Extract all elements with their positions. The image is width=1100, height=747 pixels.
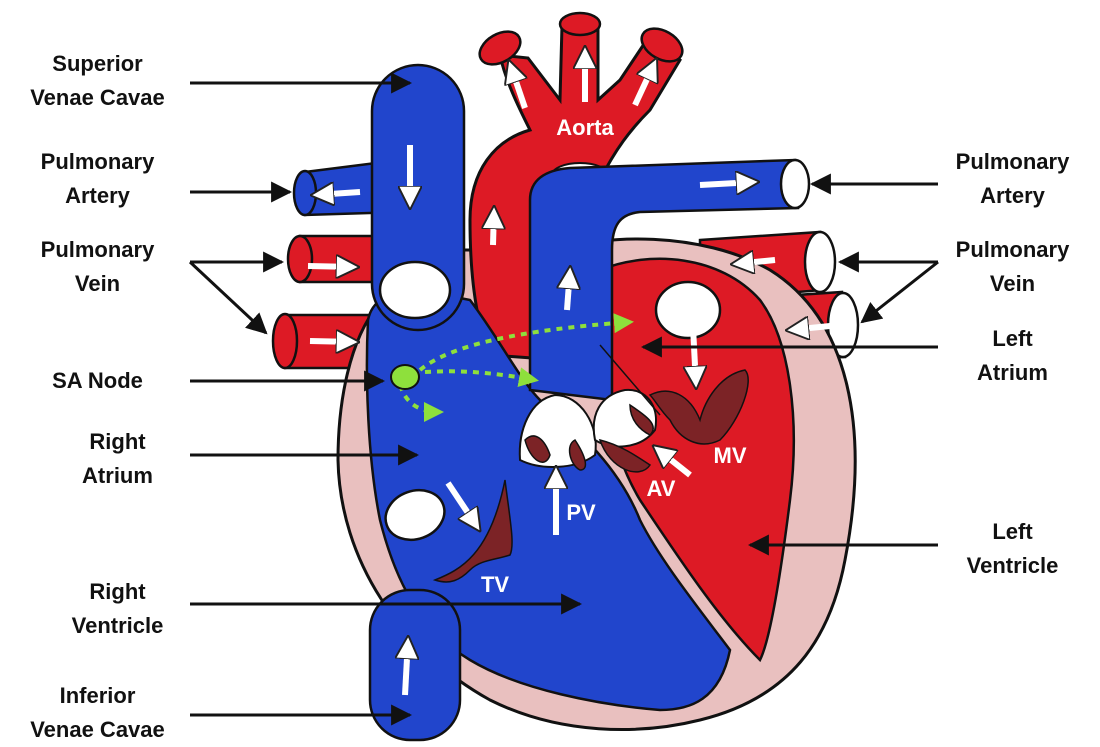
label-aorta: Aorta: [535, 115, 635, 141]
label-pv: PV: [556, 500, 606, 526]
label-sa-node: SA Node: [10, 364, 185, 398]
label-tv: TV: [470, 572, 520, 598]
label-av: AV: [636, 476, 686, 502]
sa-node-shape: [391, 365, 419, 389]
label-mv: MV: [700, 443, 760, 469]
